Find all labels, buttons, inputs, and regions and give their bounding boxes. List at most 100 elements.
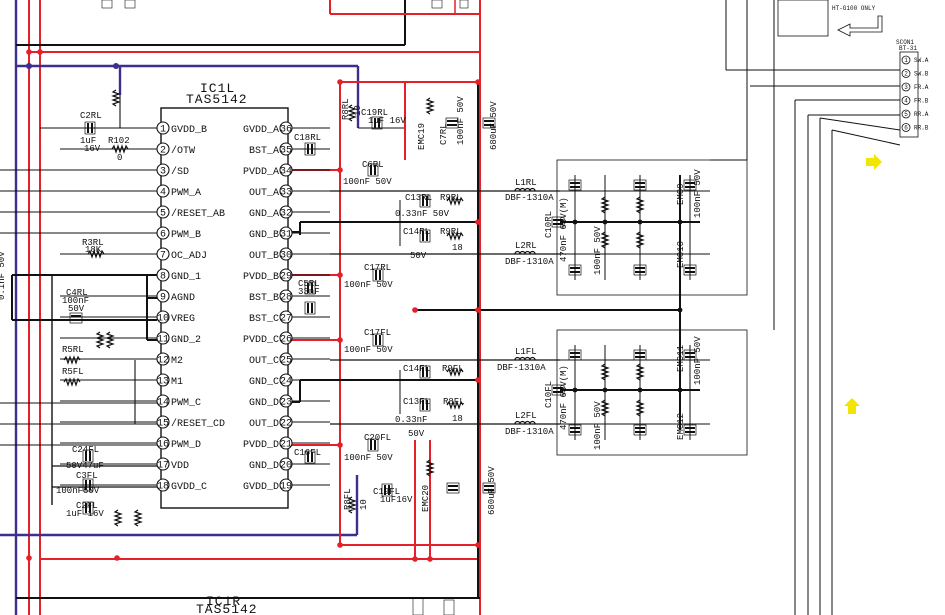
label-r8fl2_v: 10 <box>359 499 369 510</box>
pin-circle <box>279 331 293 345</box>
pin-number: 20 <box>280 461 292 472</box>
cap-box <box>371 116 383 130</box>
pin-name-right: OUT_D <box>249 419 279 430</box>
cap-box <box>568 264 582 276</box>
pin-circle <box>156 268 170 282</box>
label-v100b: 100nF 50V <box>693 169 703 218</box>
label-c4rl_v2: 50V <box>68 304 85 314</box>
resistor-r9fl <box>446 367 464 377</box>
pin-number: 33 <box>280 188 292 199</box>
cap-box <box>304 142 316 156</box>
label-c2fl_v: 1uF 16V <box>66 509 104 519</box>
pin-circle <box>156 142 170 156</box>
capacitor-c3fl <box>82 478 94 492</box>
pin-number: 31 <box>280 230 292 241</box>
pin-number: 14 <box>157 398 169 409</box>
rail-junction <box>337 337 343 343</box>
pin-number: 15 <box>157 419 169 430</box>
cap-box <box>82 449 94 463</box>
label-c10fl: C10FL <box>544 381 554 408</box>
label-r9rl: R9RL <box>440 193 462 203</box>
pin-number: 25 <box>280 356 292 367</box>
pin-circle <box>279 184 293 198</box>
label-c19fl: C19FL <box>373 487 400 497</box>
label-c17fl_v: 100nF 50V <box>344 345 393 355</box>
label-v100a: 100nF 50V <box>593 226 603 275</box>
cap-box <box>372 268 384 282</box>
capacitor-c14rl <box>419 229 431 243</box>
filter-junction <box>602 219 608 225</box>
rail-junction <box>114 555 120 561</box>
pin-name-left: /OTW <box>171 145 195 157</box>
capacitor-c19fl <box>381 483 393 497</box>
label-l2fl_v: DBF-1310A <box>505 427 554 437</box>
resistor-filter <box>635 196 645 214</box>
resistor-r1fl <box>133 509 143 527</box>
cap-box <box>419 398 431 412</box>
filter-box-rl <box>556 159 748 296</box>
bottom-cut-part <box>443 599 455 615</box>
cap-box <box>633 264 647 276</box>
label-r102: R102 <box>108 136 130 146</box>
pin-name-right: OUT_A <box>249 188 279 199</box>
label-emc9: EMC9 <box>676 183 686 205</box>
connector-pin <box>901 109 911 119</box>
pin-circle <box>279 478 293 492</box>
capacitor-c6rl <box>367 163 379 177</box>
bottom-cut-part <box>412 597 424 615</box>
pin-number: 4 <box>160 188 166 199</box>
pin-name-right: GND_D <box>249 398 279 409</box>
label-c17rl_v: 100nF 50V <box>344 280 393 290</box>
pin-name-right: OUT_C <box>249 356 279 367</box>
cap-box <box>304 450 316 464</box>
connector-sub: BT-31 <box>899 45 917 52</box>
label-c10fl_v: 470nF 63V(M) <box>559 365 569 430</box>
label-c10rl: C10RL <box>544 211 554 238</box>
cap-box <box>568 179 582 191</box>
pin-name-left: AGND <box>171 293 195 304</box>
rail-junction <box>26 555 32 561</box>
cap-box <box>419 365 431 379</box>
label-c3fl_v: 100nF50V <box>56 486 100 496</box>
capacitor-c20fl <box>367 438 379 452</box>
cap-box <box>568 349 582 361</box>
label-c17rl: C17RL <box>364 263 391 273</box>
filter-junction <box>602 387 608 393</box>
pin-number: 24 <box>280 377 292 388</box>
cap-box <box>482 117 496 129</box>
ic1l-ref: IC1L <box>200 81 235 96</box>
label-emc19: EMC19 <box>417 123 427 150</box>
label-c24fl_v: 50V47uF <box>66 461 104 471</box>
capacitor-filter <box>633 349 647 361</box>
label-c13rl_v: 0.33nF 50V <box>395 209 450 219</box>
pin-circle <box>156 310 170 324</box>
pin-circle <box>279 352 293 366</box>
yellow-arrow-right <box>866 154 882 170</box>
ic1r-part: TAS5142 <box>196 602 258 615</box>
pin-circle <box>279 289 293 303</box>
pin-name-right: BST_B <box>249 293 279 304</box>
cap-box <box>683 424 697 436</box>
capacitor-c17rl <box>372 268 384 282</box>
capacitor-c5rl <box>304 281 316 295</box>
inductor-l2rl <box>514 250 536 255</box>
label-c24fl: C24FL <box>72 445 99 455</box>
pin-circle <box>279 394 293 408</box>
label-r9rl2_v: 18 <box>452 243 463 253</box>
pin-circle <box>156 352 170 366</box>
label-c1rl_top: 680uF 50V <box>489 101 499 150</box>
connector-pin-num: 3 <box>904 84 908 91</box>
connector-pin-name: SW.A <box>914 57 929 64</box>
pin-name-left: /SD <box>171 166 189 178</box>
resistor-r2rl <box>111 89 121 107</box>
rail-junction <box>337 167 343 173</box>
rail-junction <box>412 556 418 562</box>
pin-name-right: OUT_B <box>249 251 279 262</box>
pin-name-right: PVDD_D <box>243 440 279 451</box>
label-r3rl_v: 18K <box>85 245 102 255</box>
pin-name-left: M1 <box>171 377 183 388</box>
capacitor-filter <box>568 349 582 361</box>
label-l1fl_v: DBF-1310A <box>497 363 546 373</box>
label-r102_v: 0 <box>117 153 122 163</box>
blue-junction <box>26 63 32 69</box>
